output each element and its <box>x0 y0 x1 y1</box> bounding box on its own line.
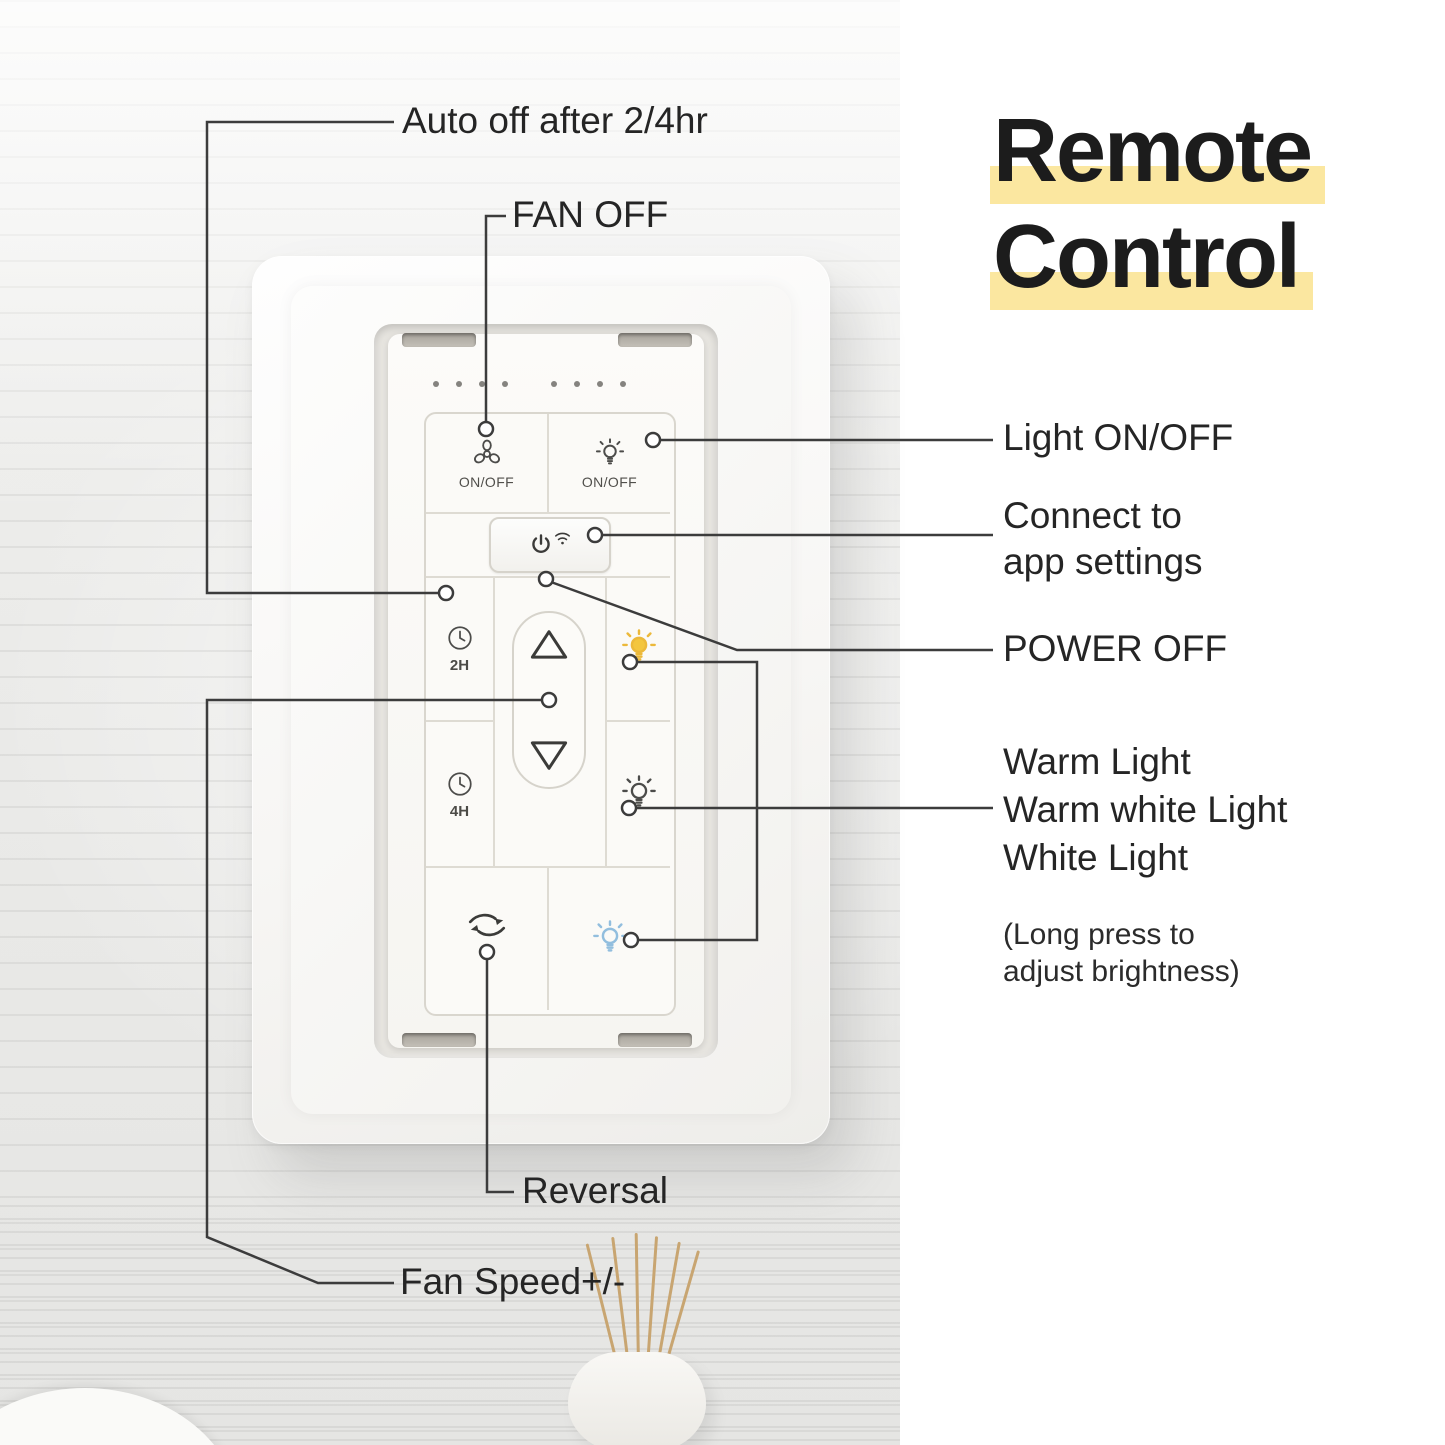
grid-line <box>605 720 670 722</box>
timer-4h-button[interactable]: 4H <box>426 722 493 866</box>
led-indicator <box>433 381 508 387</box>
timer-4h-label: 4H <box>449 802 470 820</box>
led-dot <box>551 381 557 387</box>
grid-line <box>605 576 607 866</box>
led-indicator <box>551 381 626 387</box>
cool-bulb-icon <box>592 920 627 952</box>
label-warm-white-light: Warm white Light <box>1003 789 1288 830</box>
title-line-2: Control <box>990 204 1313 310</box>
fan-onoff-label: ON/OFF <box>458 473 515 490</box>
fan-speed-pill <box>512 611 586 789</box>
mount-clip <box>618 333 692 347</box>
fan-icon <box>473 439 500 463</box>
label-auto-off: Auto off after 2/4hr <box>402 100 708 141</box>
light-bulb-icon <box>595 437 624 464</box>
led-dot <box>456 381 462 387</box>
button-panel: ON/OFF ON/OFF <box>424 412 676 1016</box>
led-dot <box>502 381 508 387</box>
reverse-icon <box>468 913 505 937</box>
warm-white-light-button[interactable] <box>607 722 670 866</box>
mount-clip <box>402 333 476 347</box>
label-long-press-line1: (Long press to <box>1003 918 1195 951</box>
label-connect-line1: Connect to <box>1003 495 1182 536</box>
grid-line <box>426 512 670 514</box>
warm-white-bulb-icon <box>621 775 656 807</box>
label-connect-line2: app settings <box>1003 541 1203 582</box>
clock-icon <box>447 625 472 650</box>
label-fan-speed: Fan Speed+/- <box>400 1261 626 1302</box>
label-connect-app: Connect to app settings <box>1003 493 1203 585</box>
power-icon <box>532 534 550 553</box>
down-arrow-icon <box>530 741 568 770</box>
label-warm-light: Warm Light <box>1003 741 1191 782</box>
timer-2h-label: 2H <box>449 656 470 674</box>
light-onoff-label: ON/OFF <box>581 473 638 490</box>
mount-clip <box>618 1033 692 1047</box>
mount-clip <box>402 1033 476 1047</box>
fan-onoff-button[interactable]: ON/OFF <box>426 414 547 512</box>
label-light-on-off: Light ON/OFF <box>1003 417 1234 458</box>
label-power-off: POWER OFF <box>1003 628 1228 669</box>
reversal-button[interactable] <box>426 868 547 1010</box>
led-dot <box>433 381 439 387</box>
label-reversal: Reversal <box>522 1170 668 1211</box>
up-arrow-icon <box>530 630 568 659</box>
timer-2h-button[interactable]: 2H <box>426 576 493 720</box>
grid-line <box>547 414 549 512</box>
led-dot <box>620 381 626 387</box>
warm-light-button[interactable] <box>607 576 670 720</box>
title-line-1: Remote <box>990 98 1326 204</box>
clock-icon <box>447 771 472 796</box>
led-dot <box>479 381 485 387</box>
grid-line <box>493 576 495 866</box>
led-dot <box>597 381 603 387</box>
label-long-press-line2: adjust brightness) <box>1003 955 1240 988</box>
fan-speed-down-button[interactable] <box>528 738 570 774</box>
diffuser-vase <box>568 1352 706 1445</box>
page-title: Remote Control <box>990 98 1326 310</box>
led-dot <box>574 381 580 387</box>
light-onoff-button[interactable]: ON/OFF <box>549 414 670 512</box>
label-fan-off: FAN OFF <box>512 194 669 235</box>
wifi-icon <box>554 532 571 544</box>
power-wifi-button[interactable] <box>489 517 611 573</box>
white-light-button[interactable] <box>549 868 670 1010</box>
warm-bulb-icon <box>621 629 656 661</box>
label-light-modes: Warm Light Warm white Light White Light <box>1003 738 1287 882</box>
label-long-press: (Long press to adjust brightness) <box>1003 916 1240 990</box>
grid-line <box>547 866 549 1010</box>
fan-speed-up-button[interactable] <box>528 626 570 662</box>
label-white-light: White Light <box>1003 837 1189 878</box>
